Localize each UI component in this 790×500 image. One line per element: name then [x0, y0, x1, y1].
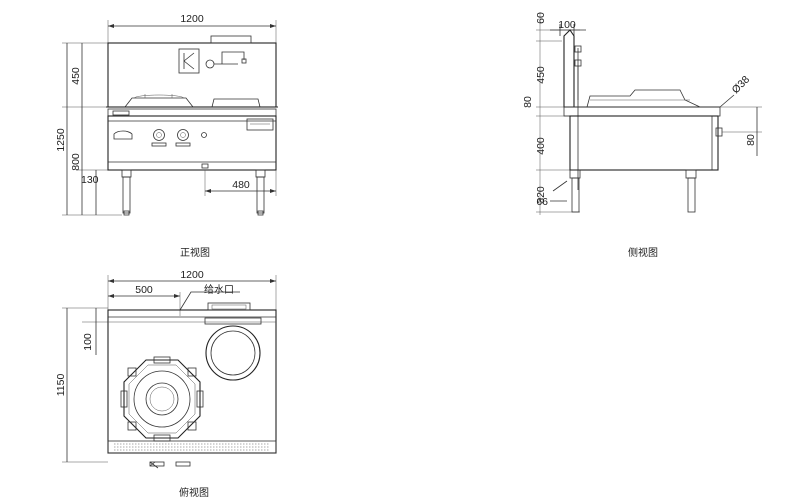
water-inlet-label: 给水口	[204, 283, 234, 296]
side-top-label: 60	[535, 12, 547, 24]
top-view-caption: 俯视图	[179, 486, 209, 499]
side-view-caption: 侧视图	[628, 246, 658, 259]
front-pot-icon	[211, 98, 261, 108]
top-depth-label: 1150	[55, 374, 67, 397]
front-upper-height-label: 450	[70, 67, 82, 85]
front-control-panel	[246, 118, 274, 131]
side-body-label: 400	[535, 137, 547, 155]
top-burner-octagon	[123, 359, 201, 439]
front-top-box	[210, 35, 252, 44]
front-burner-icon	[124, 97, 194, 108]
front-view: 1200 1250 450 800 130	[55, 13, 278, 259]
brand-logo-icon	[178, 48, 200, 74]
front-body-height-label: 800	[70, 153, 82, 171]
top-inlet-offset-label: 500	[135, 284, 153, 296]
side-leg-label: 320	[535, 186, 547, 204]
side-gas-inlet-icon	[715, 127, 723, 137]
front-foot-height-label: 130	[81, 174, 99, 186]
front-splashback	[107, 42, 277, 108]
front-cabinet-body	[107, 115, 277, 171]
side-burner-icon	[586, 89, 701, 108]
side-pipe-height-label: 80	[745, 134, 757, 146]
top-knob-right-icon[interactable]	[175, 461, 191, 467]
front-width-label: 1200	[180, 13, 204, 25]
top-width-label: 1200	[180, 269, 204, 281]
front-view-caption: 正视图	[180, 246, 210, 259]
front-total-height-label: 1250	[55, 128, 67, 152]
front-knob-left-icon[interactable]	[153, 129, 165, 141]
top-knob-left-icon[interactable]	[149, 461, 159, 469]
top-body-outline	[107, 309, 277, 454]
side-top-width-label: 100	[558, 19, 576, 31]
side-rim-label: 80	[522, 96, 534, 108]
top-back-depth-label: 100	[82, 333, 94, 351]
water-inlet-leader	[179, 291, 240, 311]
top-view: 1200 500 给水口 1150 100	[55, 269, 277, 499]
front-knob-right-icon[interactable]	[177, 129, 189, 141]
side-leg-width-label: 66	[536, 196, 548, 208]
side-pipe-diameter-label: Ø38	[730, 73, 753, 96]
front-ignition-icon	[113, 130, 133, 140]
side-cabinet-body	[569, 115, 719, 171]
front-offset-label: 480	[232, 179, 250, 191]
side-splash-height-label: 450	[535, 66, 547, 84]
top-back-fitting	[207, 302, 251, 311]
side-view: 100 60 450 80 400 320 66	[522, 12, 762, 259]
top-pot-icon	[205, 325, 261, 381]
faucet-icon	[205, 51, 247, 69]
top-front-strip	[107, 440, 277, 454]
top-burner-ring-icon	[133, 370, 191, 428]
side-splashback	[563, 29, 575, 108]
front-nameplate	[112, 110, 130, 116]
